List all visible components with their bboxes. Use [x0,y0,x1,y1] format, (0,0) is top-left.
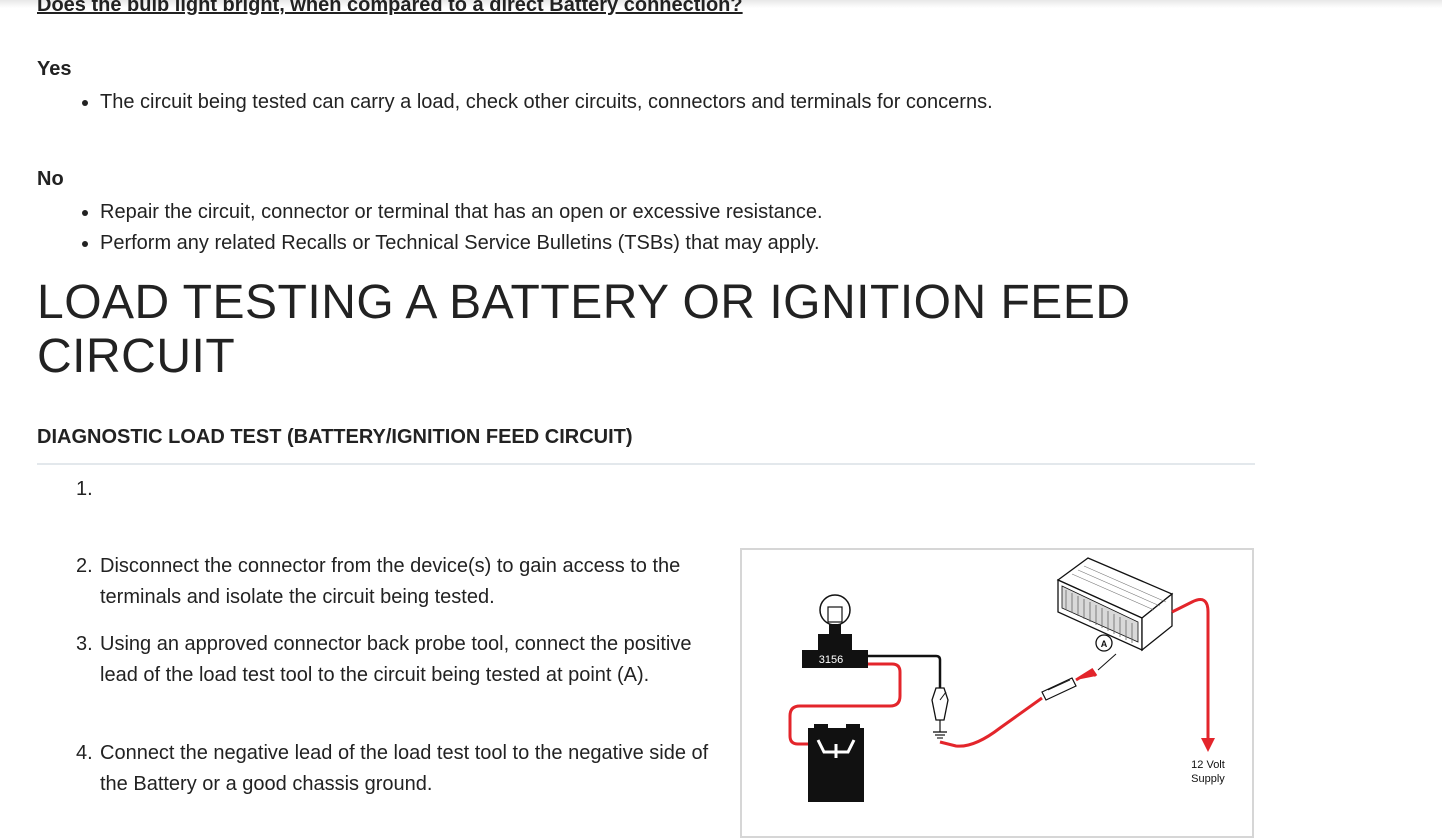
step-2: 2. Disconnect the connector from the dev… [76,551,726,613]
battery-icon [808,724,864,802]
ground-clip-icon [931,687,949,739]
probe-clip-icon [1041,667,1098,701]
top-shadow [0,0,1442,8]
step-4: 4. Connect the negative lead of the load… [76,738,726,800]
bulb-icon: 3156 [802,594,868,668]
yes-list: The circuit being tested can carry a loa… [58,87,993,118]
step-number: 2. [76,555,93,577]
point-a-marker: A [1095,634,1117,671]
bulb-part-label: 3156 [819,654,843,666]
load-test-diagram-svg: 3156 [788,557,1225,802]
step-text: Disconnect the connector from the device… [100,555,681,608]
step-number: 1. [76,478,93,500]
subsection-title: DIAGNOSTIC LOAD TEST (BATTERY/IGNITION F… [37,426,633,448]
step-number: 4. [76,742,93,764]
no-list: Repair the circuit, connector or termina… [58,197,823,259]
diagnostic-question: Does the bulb light bright, when compare… [37,0,743,16]
test-lead-wire [939,696,1043,748]
section-title: LOAD TESTING A BATTERY OR IGNITION FEED … [37,276,1131,383]
yes-label: Yes [37,58,72,80]
point-a-label: A [1101,639,1108,649]
yes-list-item: The circuit being tested can carry a loa… [100,87,993,118]
no-list-item: Perform any related Recalls or Technical… [100,228,823,259]
supply-label-line2: Supply [1191,773,1225,785]
no-label: No [37,168,64,190]
supply-label-line1: 12 Volt [1191,759,1225,771]
step-text: Connect the negative lead of the load te… [100,742,709,795]
bulb-to-battery-wire [788,662,902,746]
step-number: 3. [76,633,93,655]
step-text: Using an approved connector back probe t… [100,633,692,686]
supply-arrow-icon [1201,738,1215,752]
ground-wire [868,654,942,688]
load-test-diagram: 3156 [740,548,1254,838]
section-divider [37,463,1255,465]
no-list-item: Repair the circuit, connector or termina… [100,197,823,228]
supply-wire [1171,598,1210,740]
connector-icon [1056,557,1174,652]
step-3: 3. Using an approved connector back prob… [76,629,726,691]
